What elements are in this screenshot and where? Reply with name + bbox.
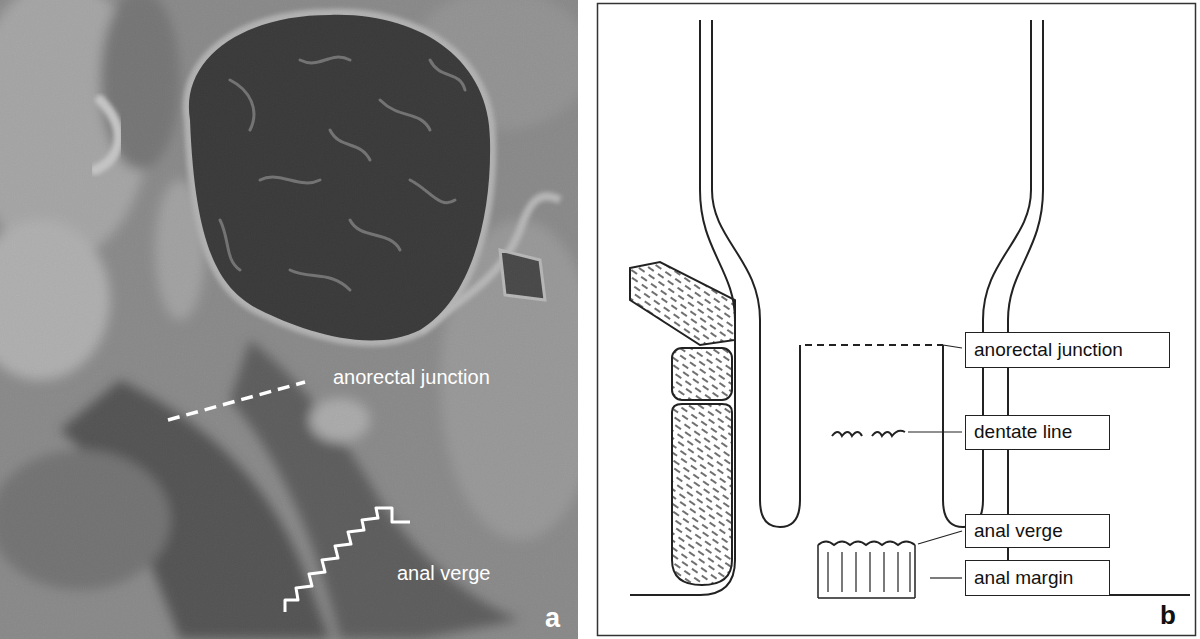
label-text: anorectal junction — [974, 339, 1123, 361]
label-text: anal margin — [974, 567, 1073, 589]
label-box: dentate line — [965, 415, 1110, 450]
structure-label: anorectal junction — [333, 366, 490, 389]
label-text: anal verge — [974, 520, 1063, 542]
panel-letter: a — [545, 603, 560, 634]
label-box: anorectal junction — [965, 332, 1170, 368]
label-box: anal verge — [965, 514, 1110, 548]
anorectal-drawing — [630, 20, 1190, 598]
panel-frame — [598, 4, 1196, 636]
panel-letter: b — [1160, 600, 1176, 631]
label-text: dentate line — [974, 421, 1072, 443]
mri-image — [0, 0, 578, 639]
structure-label: anal verge — [397, 562, 490, 585]
label-box: anal margin — [965, 560, 1110, 596]
